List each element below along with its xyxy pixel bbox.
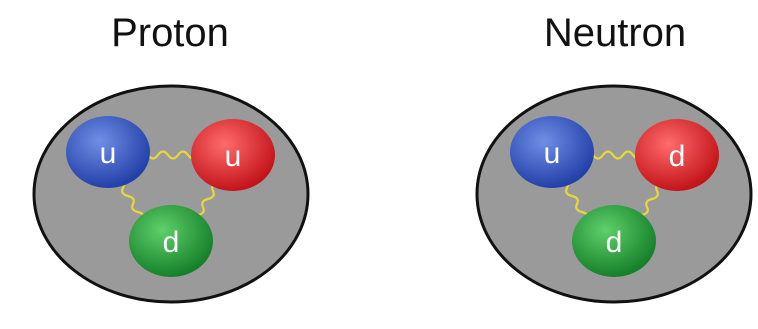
neutron-quark-blue-label: u [544, 137, 561, 170]
proton-quark-red-label: u [225, 140, 242, 173]
neutron-quark-blue [510, 116, 594, 188]
neutron-quark-red-label: d [669, 140, 686, 173]
proton-group: Proton u u d [32, 11, 310, 304]
proton-quark-blue-label: u [100, 137, 117, 170]
neutron-quark-green [572, 205, 656, 277]
neutron-group: Neutron u d d [475, 11, 753, 304]
neutron-quark-red [635, 119, 719, 191]
proton-quark-red [191, 119, 275, 191]
proton-quark-blue [66, 116, 150, 188]
proton-title: Proton [111, 11, 229, 55]
proton-quark-green-label: d [163, 226, 180, 259]
neutron-quark-green-label: d [606, 226, 623, 259]
neutron-title: Neutron [544, 11, 686, 55]
proton-quark-green [129, 205, 213, 277]
